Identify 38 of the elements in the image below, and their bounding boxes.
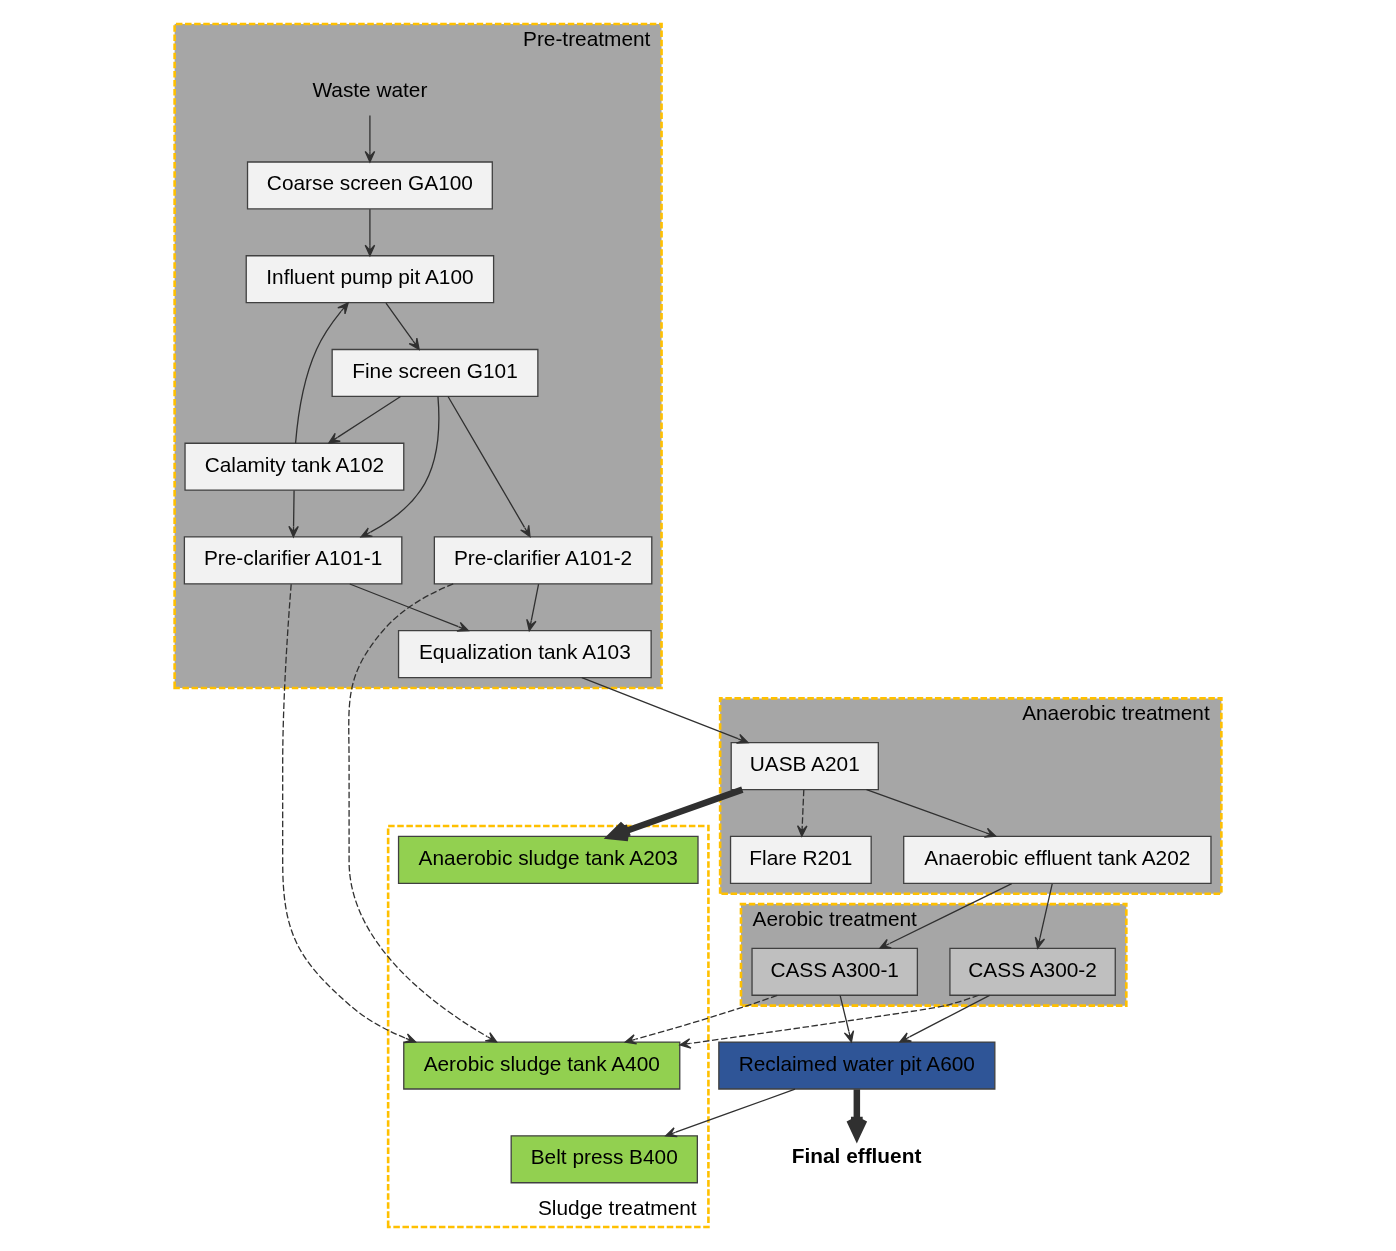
arrow: [447, 395, 531, 538]
node-box: CASS A300-1: [751, 947, 919, 996]
node-box: Pre-clarifier A101-2: [433, 536, 653, 585]
arrow: [679, 994, 980, 1049]
node-box: Pre-clarifier A101-1: [183, 536, 403, 585]
node-box: Aerobic sludge tank A400: [403, 1041, 681, 1090]
node-box: Belt press B400: [510, 1135, 698, 1184]
node-text: Waste water: [312, 77, 428, 101]
node-box: Calamity tank A102: [184, 442, 405, 491]
arrow: [349, 583, 469, 632]
arrow: [348, 583, 498, 1043]
arrow: [899, 994, 991, 1043]
arrow: [879, 882, 1013, 949]
node-text: Final effluent: [791, 1143, 922, 1167]
arrow: [364, 114, 376, 163]
arrow: [665, 1088, 796, 1138]
arrow: [581, 677, 749, 744]
node-box: UASB A201: [730, 742, 879, 791]
arrow: [839, 995, 855, 1043]
node-box: Influent pump pit A100: [245, 255, 495, 304]
arrow: [294, 302, 349, 444]
arrow: [385, 302, 420, 350]
node-box: Fine screen G101: [331, 348, 539, 397]
node-box: Flare R201: [729, 835, 872, 884]
arrow: [328, 395, 402, 444]
arrow: [796, 789, 808, 837]
node-box: Reclaimed water pit A600: [718, 1041, 996, 1090]
node-box: Anaerobic effluent tank A202: [903, 835, 1212, 884]
node-box: Anaerobic sludge tank A203: [397, 835, 699, 884]
arrow: [865, 789, 997, 838]
node-box: CASS A300-2: [949, 947, 1116, 996]
arrow: [360, 395, 440, 538]
node-box: Coarse screen GA100: [246, 161, 493, 210]
arrow: [288, 489, 299, 538]
arrow: [364, 208, 376, 257]
arrow: [282, 583, 417, 1044]
arrow: [526, 583, 540, 632]
node-box: Equalization tank A103: [397, 630, 652, 679]
